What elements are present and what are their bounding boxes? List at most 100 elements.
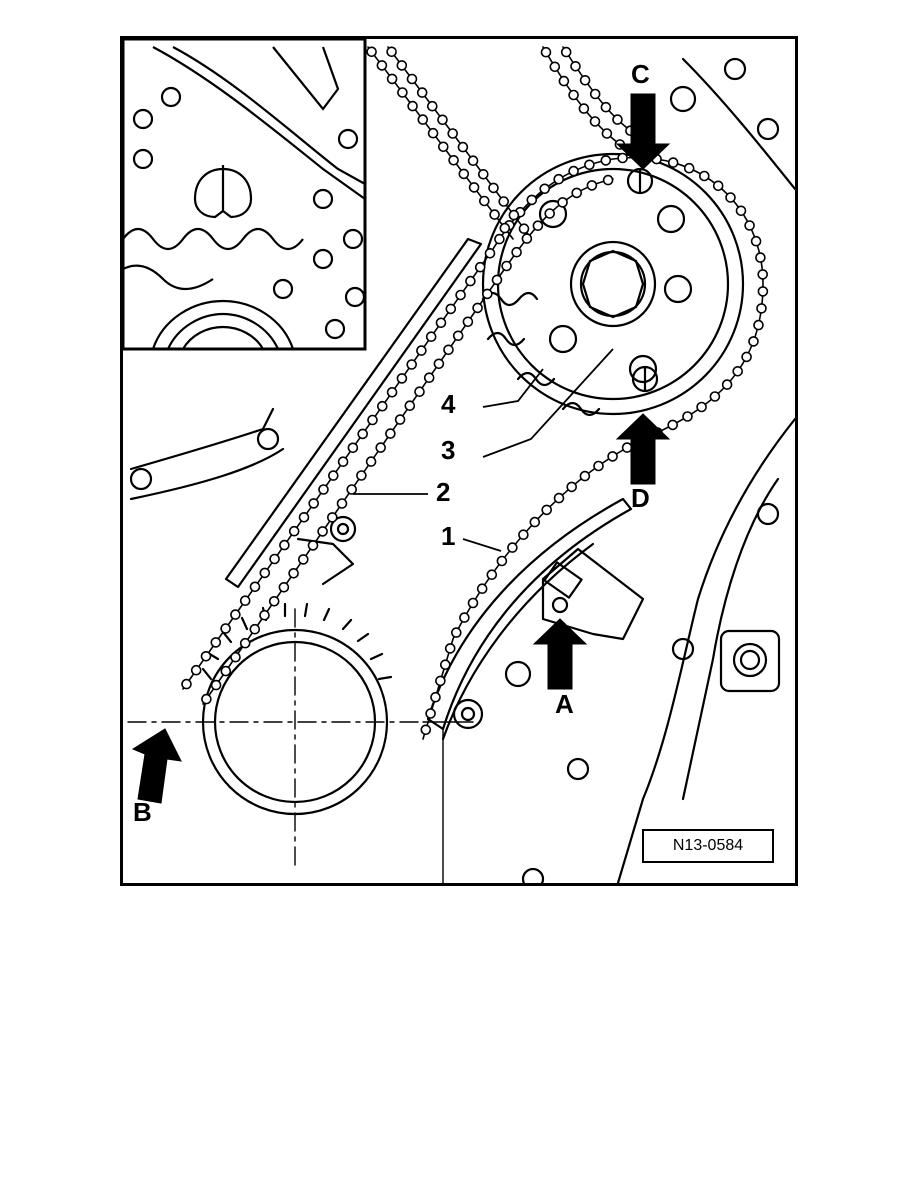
chain-link	[750, 235, 762, 247]
chain-link	[357, 428, 368, 440]
chain-link	[450, 627, 462, 638]
chain-link	[397, 87, 408, 98]
chain-link	[486, 569, 498, 581]
chain-link	[617, 152, 628, 164]
chain-link	[683, 162, 695, 174]
chain-link	[328, 470, 339, 481]
chain-link	[366, 46, 377, 58]
chain-link	[459, 612, 470, 623]
chain-link	[201, 693, 212, 705]
chain-link	[560, 46, 572, 58]
chain-link	[557, 197, 568, 208]
chain-link	[511, 246, 522, 258]
chain-link	[602, 174, 614, 186]
chain-link	[709, 391, 721, 402]
callout-3: 3	[441, 435, 456, 465]
chain-link	[735, 205, 747, 217]
arrow-label-b: B	[133, 797, 152, 827]
chain-link	[452, 330, 464, 342]
chain-link	[725, 192, 736, 203]
chain-link	[732, 365, 744, 377]
chain-link	[465, 275, 476, 287]
chain-link	[682, 411, 693, 422]
chain-link	[584, 159, 595, 171]
chain-link	[375, 442, 387, 453]
housing-outline	[129, 407, 285, 501]
chain-link	[756, 303, 767, 314]
chain-link	[386, 73, 398, 85]
chain-link	[423, 372, 435, 384]
chain-link	[696, 401, 707, 413]
callout-2: 2	[436, 477, 451, 507]
leader-3	[482, 348, 614, 458]
timing-mark-c	[626, 167, 654, 195]
chain-link	[491, 274, 503, 286]
chain-link	[425, 708, 436, 719]
chain-link	[568, 89, 579, 101]
chain-link	[566, 481, 578, 493]
chain-link	[721, 379, 733, 390]
chain-link	[589, 88, 601, 100]
reference-code: N13-0584	[672, 837, 744, 854]
chain-link	[337, 456, 349, 468]
leader-1	[462, 538, 502, 552]
chain-link	[298, 511, 310, 523]
arrow-b	[131, 728, 182, 804]
chain-link	[435, 317, 447, 329]
chain-link	[307, 540, 319, 551]
chain-link	[448, 155, 459, 166]
chain-link	[426, 100, 438, 112]
chain-link	[476, 583, 488, 595]
chain-link	[741, 351, 752, 363]
chain-link	[220, 665, 232, 677]
chain-link	[200, 650, 212, 662]
chain-link	[239, 595, 251, 607]
chain-link	[404, 400, 416, 412]
chain-link	[571, 187, 583, 199]
housing-top-right	[681, 57, 795, 191]
arrows	[131, 93, 671, 804]
chain-links	[181, 46, 769, 736]
chain-link	[484, 248, 496, 259]
chain-link	[437, 114, 448, 126]
tensioner-body	[541, 547, 645, 641]
chain-link	[356, 470, 367, 481]
arrow-label-a: A	[555, 689, 574, 719]
chain-link	[553, 492, 565, 504]
chain-link	[445, 303, 457, 315]
chain-link	[455, 289, 466, 301]
chain-link	[757, 286, 769, 297]
chain-link	[607, 451, 618, 462]
housing-outline-right	[616, 417, 795, 883]
chain-link	[347, 442, 359, 454]
chain-link	[210, 679, 222, 691]
chain-link	[416, 87, 428, 98]
chain-link	[430, 691, 441, 703]
chain-link	[757, 269, 769, 280]
chain-link	[427, 127, 439, 139]
chain-link	[498, 196, 510, 207]
chain-link	[755, 252, 766, 263]
chain-link	[499, 222, 511, 234]
chain-link	[529, 516, 541, 528]
chain-link	[544, 208, 556, 219]
callout-1: 1	[441, 521, 456, 551]
chain-link	[478, 195, 490, 207]
chain-link	[385, 428, 396, 439]
inset-timing-mark	[193, 167, 253, 219]
arrow-a	[532, 618, 588, 690]
chain-link	[396, 60, 408, 71]
arrow-d	[615, 413, 671, 485]
chain-link	[317, 526, 328, 537]
chain-link	[268, 595, 280, 607]
chain-link	[220, 623, 231, 634]
chain-link	[417, 114, 429, 125]
chain-link	[488, 182, 499, 194]
chain-link	[712, 180, 724, 192]
chain-link	[386, 386, 398, 398]
chain-guide-2	[224, 237, 483, 589]
arrow-c	[615, 93, 671, 170]
chain-link	[539, 183, 551, 195]
chain-link	[621, 442, 633, 453]
chain-link	[437, 141, 449, 153]
